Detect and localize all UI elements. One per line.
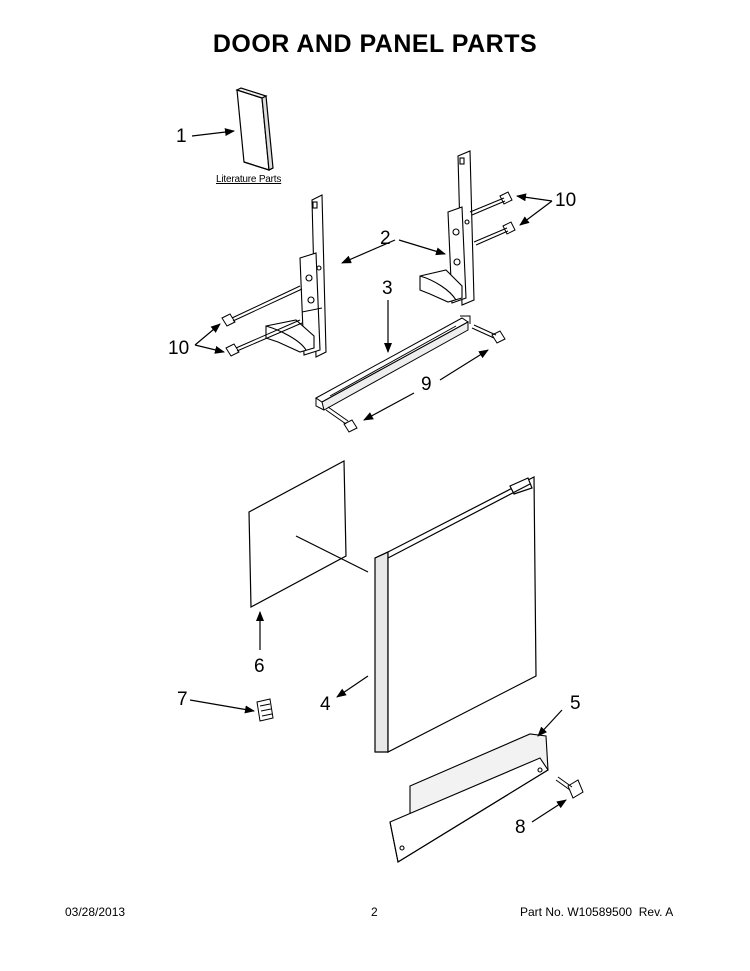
arrow-5 <box>537 709 563 737</box>
door-panel-part <box>374 476 537 753</box>
callout-5: 5 <box>570 693 581 714</box>
arrow-10-top-b <box>519 200 553 226</box>
arrow-9-right <box>439 349 489 381</box>
footer-date: 03/28/2013 <box>65 905 126 919</box>
footer-page-number: 2 <box>371 905 378 919</box>
hinge-screw-left-2 <box>225 319 303 357</box>
door-insulation-panel-part <box>248 460 369 608</box>
callout-4: 4 <box>320 694 331 715</box>
callout-7: 7 <box>177 689 188 710</box>
door-clip-part <box>256 698 274 722</box>
arrow-2-right <box>398 239 446 256</box>
callout-10-left: 10 <box>168 338 190 359</box>
hinge-screw-left-1 <box>221 285 303 327</box>
callout-2: 2 <box>380 228 391 249</box>
arrow-10-left-a <box>194 323 221 346</box>
rail-screw-left <box>325 406 358 433</box>
arrow-2-left <box>341 239 396 264</box>
arrow-10-top-a <box>516 193 553 202</box>
toe-panel-screw <box>555 776 584 799</box>
arrow-4 <box>336 675 369 698</box>
right-hinge-bracket-part <box>419 150 475 306</box>
arrow-8 <box>531 799 567 823</box>
left-hinge-bracket-part <box>265 194 327 358</box>
arrow-7 <box>189 699 255 714</box>
callout-3: 3 <box>382 278 393 299</box>
callout-1: 1 <box>176 126 187 147</box>
rail-screw-right <box>471 324 506 344</box>
arrow-10-left-b <box>194 344 225 354</box>
literature-booklet-part <box>235 87 274 171</box>
arrow-9-left <box>363 392 415 421</box>
door-rail-part <box>315 315 471 411</box>
callout-10-top: 10 <box>555 190 577 211</box>
hinge-screw-top-1 <box>469 191 513 216</box>
callout-9: 9 <box>421 374 432 395</box>
callout-8: 8 <box>515 817 526 838</box>
callout-6: 6 <box>254 656 265 677</box>
footer-part-number: Part No. W10589500 Rev. A <box>520 905 674 919</box>
literature-parts-label: Literature Parts <box>216 174 282 185</box>
page-title: DOOR AND PANEL PARTS <box>212 30 538 58</box>
hinge-screw-top-2 <box>473 221 516 246</box>
toe-panel-part <box>389 733 549 863</box>
arrow-1 <box>191 128 235 137</box>
